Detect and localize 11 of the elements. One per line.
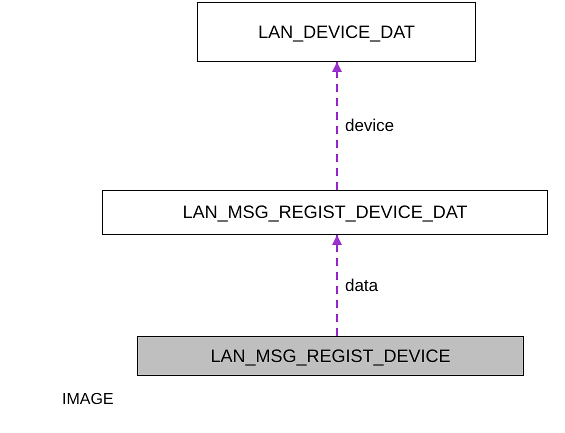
class-name: LAN_MSG_REGIST_DEVICE_DAT (182, 201, 468, 224)
caption-text: IMAGE (62, 390, 114, 410)
class-box (137, 336, 524, 376)
class-name: LAN_DEVICE_DAT (258, 20, 415, 44)
class-box (102, 190, 548, 235)
class-name: LAN_MSG_REGIST_DEVICE (210, 344, 451, 368)
edge-label: device (345, 117, 394, 134)
edge-label: data (345, 276, 378, 294)
dashed-arrow (332, 235, 342, 336)
class-box (197, 2, 476, 62)
dashed-arrow (332, 62, 342, 190)
